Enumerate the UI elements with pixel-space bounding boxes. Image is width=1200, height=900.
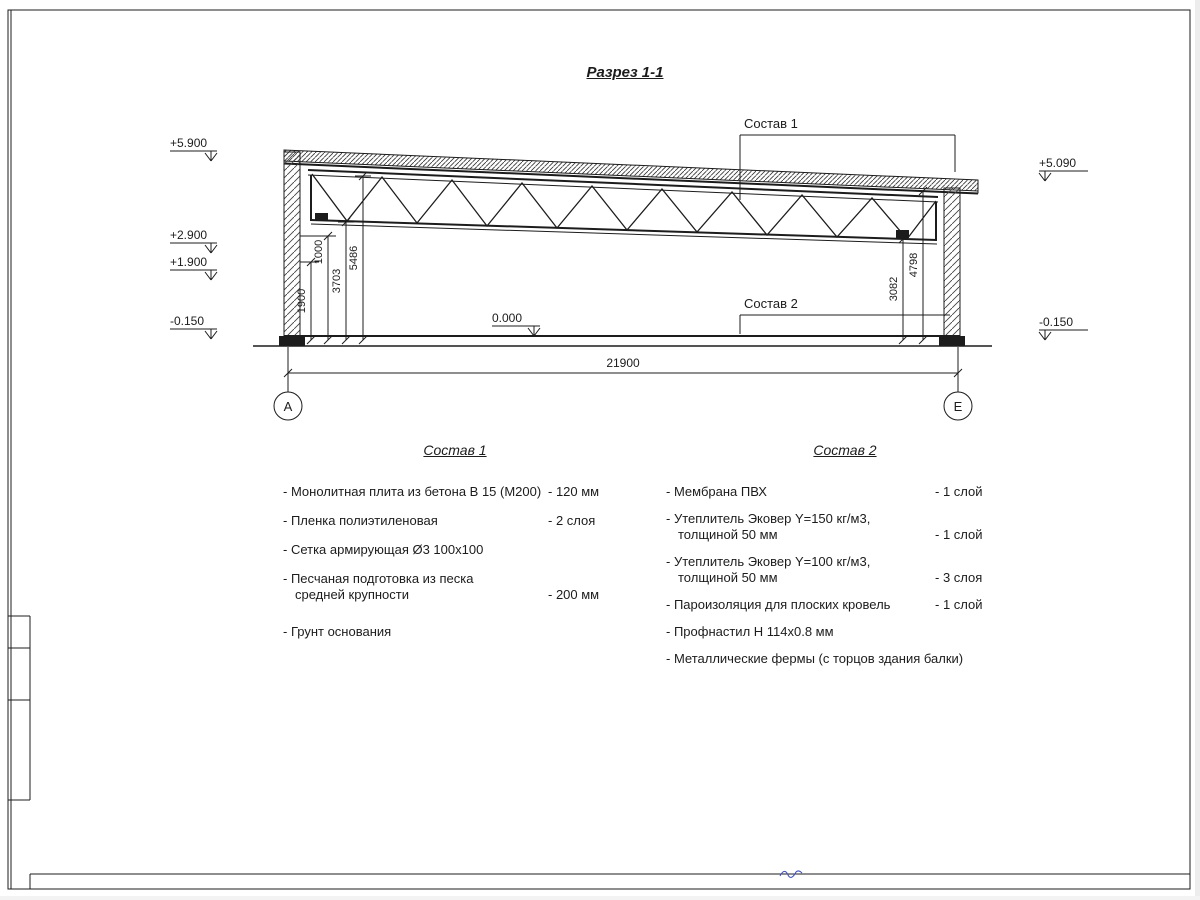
spec-item-label: - Утеплитель Эковер Y=100 кг/м3, толщино… bbox=[666, 554, 871, 585]
spec-item: - Монолитная плита из бетона В 15 (М200)… bbox=[283, 484, 613, 500]
spec-item-value: - 1 слой bbox=[935, 527, 983, 542]
axis-circle-left bbox=[273, 391, 303, 421]
callout-label: Состав 2 bbox=[744, 296, 798, 311]
spec-item: - Песчаная подготовка из песка средней к… bbox=[283, 571, 613, 603]
overall-dimension: 21900 bbox=[283, 347, 963, 381]
spec-item-value: - 1 слой bbox=[935, 597, 983, 612]
right-footing bbox=[939, 336, 965, 346]
scan-edge bbox=[0, 896, 1200, 900]
dimension-label: 4798 bbox=[908, 253, 920, 277]
dimension-label: 3082 bbox=[888, 277, 900, 301]
elevation-mark-2900: +2.900 bbox=[170, 228, 218, 254]
spec1-title: Состав 1 bbox=[423, 442, 487, 458]
left-footing bbox=[279, 336, 305, 346]
spec-item: - Утеплитель Эковер Y=150 кг/м3, толщино… bbox=[666, 511, 1018, 543]
elevation-label: 0.000 bbox=[492, 311, 522, 325]
elevation-label: -0.150 bbox=[1039, 315, 1073, 329]
callout-sostav-1: Состав 1 bbox=[739, 116, 956, 200]
elevation-mark-minus150-right: -0.150 bbox=[1038, 315, 1088, 341]
axis-markers: А Е bbox=[273, 381, 973, 421]
spec-item: - Утеплитель Эковер Y=100 кг/м3, толщино… bbox=[666, 554, 1018, 586]
elevation-label: -0.150 bbox=[170, 314, 204, 328]
elevation-label: +1.900 bbox=[170, 255, 207, 269]
dimension-label: 1000 bbox=[313, 240, 325, 264]
spec-item-label: - Пароизоляция для плоских кровель bbox=[666, 597, 891, 612]
callout-label: Состав 1 bbox=[744, 116, 798, 131]
spec-item: - Металлические фермы (с торцов здания б… bbox=[666, 651, 1018, 667]
steel-truss bbox=[307, 169, 939, 245]
spec-item-label: - Утеплитель Эковер Y=150 кг/м3, толщино… bbox=[666, 511, 871, 542]
spec-item-label: - Профнастил Н 114х0.8 мм bbox=[666, 624, 834, 639]
axis-letter: Е bbox=[954, 399, 963, 414]
blue-ink-mark bbox=[779, 870, 803, 878]
scan-edge bbox=[1195, 0, 1200, 900]
elevation-mark-1900: +1.900 bbox=[170, 255, 218, 281]
building-section bbox=[253, 149, 992, 347]
spec-item-label: - Пленка полиэтиленовая bbox=[283, 513, 438, 528]
spec-item: - Грунт основания bbox=[283, 624, 613, 640]
elevation-mark-zero: 0.000 bbox=[492, 311, 541, 337]
sheet-frame bbox=[7, 9, 1191, 890]
elevation-mark-minus150-left: -0.150 bbox=[170, 314, 218, 340]
spec-item: - Пленка полиэтиленовая - 2 слоя bbox=[283, 513, 613, 529]
elevation-label: +5.900 bbox=[170, 136, 207, 150]
spec-item-value: - 2 слоя bbox=[548, 513, 596, 528]
spec-item-label: - Песчаная подготовка из песка средней к… bbox=[283, 571, 474, 602]
callout-sostav-2: Состав 2 bbox=[739, 296, 950, 334]
roof-deck-line bbox=[283, 162, 979, 195]
vertical-dimensions-right: 3082 4798 bbox=[888, 186, 931, 345]
axis-circle-right bbox=[943, 391, 973, 421]
vertical-dimensions-left: 1900 1000 3703 5486 bbox=[296, 171, 371, 345]
spec-item-label: - Грунт основания bbox=[283, 624, 392, 639]
spec-item: - Профнастил Н 114х0.8 мм bbox=[666, 624, 1018, 640]
spec-item-label: - Мембрана ПВХ bbox=[666, 484, 767, 499]
dimension-label: 5486 bbox=[348, 246, 360, 270]
spec-item: - Мембрана ПВХ - 1 слой bbox=[666, 484, 1018, 500]
elevation-mark-5900: +5.900 bbox=[170, 136, 218, 162]
elevation-mark-5090: +5.090 bbox=[1038, 156, 1088, 182]
spec-item-label: - Металлические фермы (с торцов здания б… bbox=[666, 651, 964, 666]
drawing-title: Разрез 1-1 bbox=[586, 64, 664, 81]
spec-item-value: - 120 мм bbox=[548, 484, 600, 499]
spec-item-label: - Монолитная плита из бетона В 15 (М200) bbox=[283, 484, 542, 499]
elevation-label: +5.090 bbox=[1039, 156, 1076, 170]
spec2-title: Состав 2 bbox=[813, 442, 877, 458]
spec-item-label: - Сетка армирующая Ø3 100х100 bbox=[283, 542, 484, 557]
spec1-list: - Монолитная плита из бетона В 15 (М200)… bbox=[283, 484, 613, 653]
spec-item-value: - 1 слой bbox=[935, 484, 983, 499]
dimension-label: 3703 bbox=[331, 269, 343, 293]
spec2-list: - Мембрана ПВХ - 1 слой - Утеплитель Эко… bbox=[666, 484, 1018, 678]
axis-letter: А bbox=[284, 399, 293, 414]
spec-item: - Пароизоляция для плоских кровель - 1 с… bbox=[666, 597, 1018, 613]
elevation-label: +2.900 bbox=[170, 228, 207, 242]
dimension-label: 21900 bbox=[606, 356, 640, 370]
dimension-label: 1900 bbox=[296, 289, 308, 313]
spec-item: - Сетка армирующая Ø3 100х100 bbox=[283, 542, 613, 558]
spec-item-value: - 3 слоя bbox=[935, 570, 983, 585]
spec-item-value: - 200 мм bbox=[548, 587, 600, 602]
annotations: +5.900 +2.900 +1.900 -0.150 +5.090 -0.15… bbox=[170, 116, 1088, 421]
